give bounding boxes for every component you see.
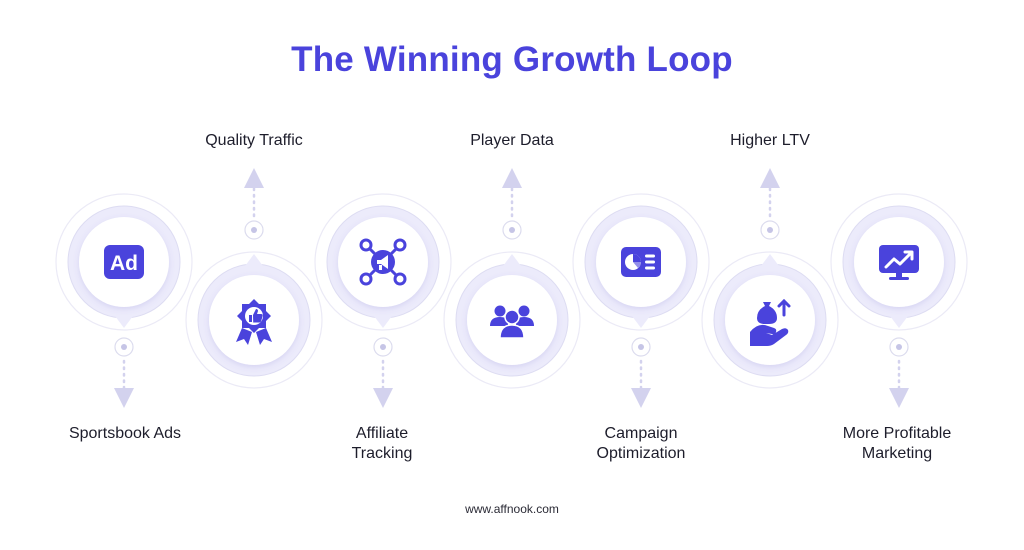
pointer-tail <box>503 254 521 266</box>
campaign-optimization-text: Campaign Optimization <box>596 425 686 462</box>
connector-dot <box>767 227 773 233</box>
outer-ring <box>830 193 968 331</box>
users-group-icon <box>490 305 534 339</box>
step-node-1: Ad <box>55 193 193 408</box>
step-label-sportsbook-ads: Sportsbook Ads <box>68 425 182 442</box>
footer-url: www.affnook.com <box>465 502 559 516</box>
connector-dot <box>121 344 127 350</box>
connector-dot <box>638 344 644 350</box>
award-badge-icon <box>236 299 272 345</box>
outer-ring <box>572 193 710 331</box>
step-node-6 <box>701 168 839 389</box>
outer-ring <box>701 251 839 389</box>
ad-icon: Ad <box>104 245 144 279</box>
pointer-tail <box>761 254 779 266</box>
pointer-tail <box>374 316 392 328</box>
step-label-quality-traffic: Quality Traffic <box>205 132 303 149</box>
step-node-2 <box>185 168 323 389</box>
step-node-5 <box>572 193 710 408</box>
connector-dot <box>509 227 515 233</box>
pointer-tail <box>115 316 133 328</box>
outer-ring <box>185 251 323 389</box>
connector-dot <box>380 344 386 350</box>
outer-ring <box>443 251 581 389</box>
step-node-3 <box>314 193 452 408</box>
step-label-more-profitable-marketing: More Profitable Marketing <box>812 424 982 464</box>
dashboard-pie-icon <box>621 247 661 277</box>
connector-dot <box>251 227 257 233</box>
outer-ring <box>55 193 193 331</box>
network-megaphone-icon <box>359 238 407 286</box>
more-profitable-marketing-text: More Profitable Marketing <box>842 425 952 462</box>
affiliate-tracking-text: Affiliate Tracking <box>351 425 413 462</box>
pointer-tail <box>245 254 263 266</box>
svg-text:Ad: Ad <box>110 252 138 275</box>
pointer-tail <box>890 316 908 328</box>
pointer-tail <box>632 316 650 328</box>
connector-dot <box>896 344 902 350</box>
outer-ring <box>314 193 452 331</box>
step-label-player-data: Player Data <box>470 132 554 149</box>
step-label-affiliate-tracking: Affiliate Tracking <box>297 424 467 464</box>
step-node-4 <box>443 168 581 389</box>
monitor-growth-icon <box>879 245 919 280</box>
step-label-campaign-optimization: Campaign Optimization <box>556 424 726 464</box>
hand-money-bag-icon <box>750 298 791 346</box>
step-label-higher-ltv: Higher LTV <box>730 132 810 149</box>
step-node-7 <box>830 193 968 408</box>
diagram-title: The Winning Growth Loop <box>291 40 733 79</box>
